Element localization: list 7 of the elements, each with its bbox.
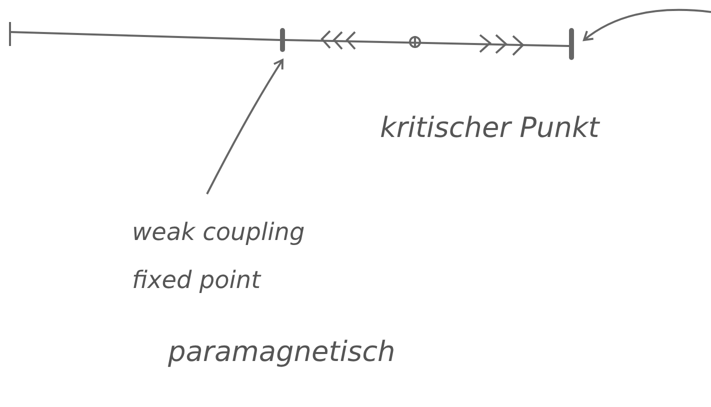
tick-mark xyxy=(280,28,285,52)
curved-arrow xyxy=(206,59,284,194)
handwritten-note: weak coupling fixed point xyxy=(132,217,306,296)
tick-mark xyxy=(569,28,574,60)
curved-arrow xyxy=(583,9,711,41)
handwritten-note: kritischer Punkt xyxy=(380,110,601,146)
handwritten-note: paramagnetisch xyxy=(168,334,396,370)
